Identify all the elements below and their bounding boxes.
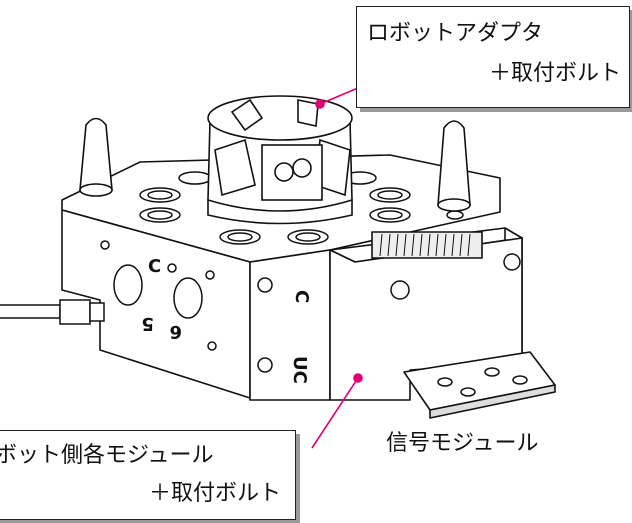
marking-5: 5 — [141, 313, 154, 334]
marker-module — [353, 373, 363, 383]
callout-robot-modules: ボット側各モジュール ＋取付ボルト — [0, 430, 296, 520]
marking-uc: UC — [289, 356, 310, 384]
marker-adapter — [315, 99, 325, 109]
leader-line-module — [311, 377, 359, 449]
bracket-plate-edge — [429, 384, 556, 419]
callout-robot-adapter-line2: ＋取付ボルト — [488, 61, 621, 86]
marking-6: 6 — [169, 321, 182, 342]
signal-module-front — [329, 237, 523, 401]
leader-line-adapter — [319, 87, 359, 105]
adapter-top — [207, 95, 353, 141]
cable — [0, 304, 61, 319]
signal-module-label: 信号モジュール — [386, 431, 539, 456]
guide-pin-left — [79, 117, 113, 191]
callout-robot-modules-line1: ボット側各モジュール — [0, 443, 214, 468]
callout-robot-adapter-line1: ロボットアダプタ — [367, 21, 544, 46]
marking-c-front: C — [291, 290, 312, 303]
guide-pin-right — [437, 120, 471, 206]
callout-robot-adapter: ロボットアダプタ ＋取付ボルト — [356, 6, 630, 108]
callout-robot-modules-line2: ＋取付ボルト — [148, 481, 281, 506]
signal-connector — [371, 231, 483, 259]
marking-c-left: C — [148, 256, 161, 277]
